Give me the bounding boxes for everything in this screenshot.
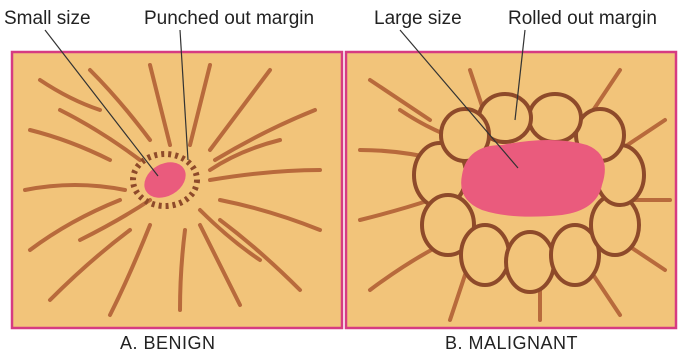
label-rolled-out-margin: Rolled out margin — [508, 8, 657, 29]
benign-ulcer-rim — [130, 151, 200, 209]
label-small-size: Small size — [4, 8, 91, 29]
label-large-size: Large size — [374, 8, 462, 29]
caption-malignant: B. MALIGNANT — [445, 333, 579, 353]
pointer-lines — [44, 29, 526, 177]
malignant-rolled-margin — [412, 92, 646, 294]
label-punched-out-margin: Punched out margin — [144, 8, 315, 29]
caption-benign: A. BENIGN — [120, 333, 216, 353]
benign-tissue-strands — [23, 63, 322, 317]
malignant-ulcer — [461, 140, 605, 217]
